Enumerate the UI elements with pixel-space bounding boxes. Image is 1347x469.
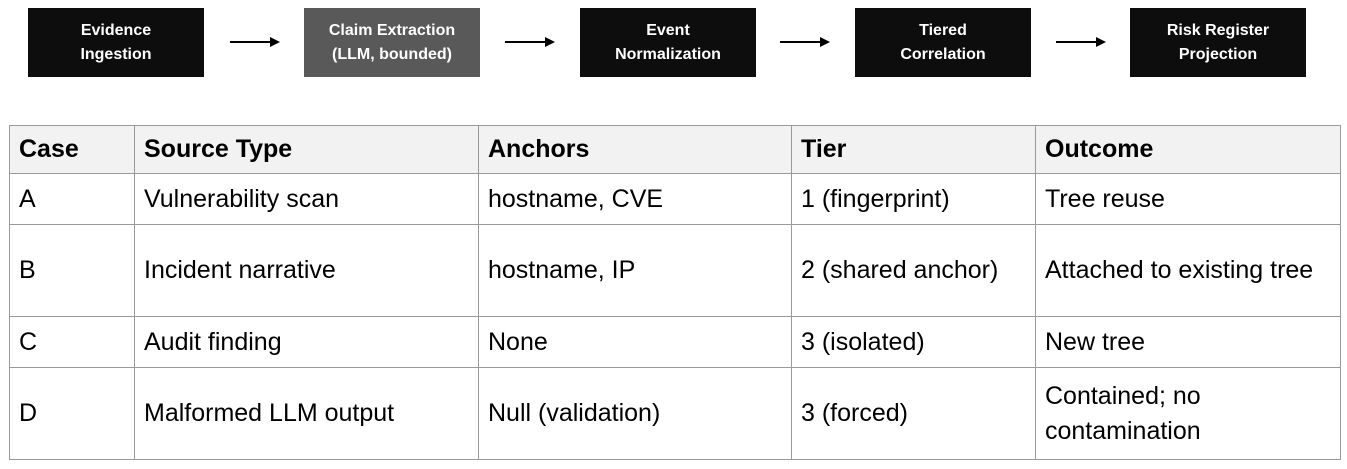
table-row: D Malformed LLM output Null (validation)… [9, 367, 1341, 460]
header-tier: Tier [791, 125, 1036, 174]
cell-tier: 3 (forced) [791, 367, 1036, 460]
cases-table: Case Source Type Anchors Tier Outcome A … [9, 125, 1341, 460]
pipeline-flow: Evidence Ingestion Claim Extraction (LLM… [0, 0, 1347, 90]
cell-source-type: Vulnerability scan [134, 173, 479, 225]
cell-anchors: hostname, IP [478, 224, 792, 317]
cell-source-type: Malformed LLM output [134, 367, 479, 460]
stage-tiered-correlation: Tiered Correlation [855, 8, 1031, 77]
header-anchors: Anchors [478, 125, 792, 174]
cell-tier: 3 (isolated) [791, 316, 1036, 368]
header-source-type: Source Type [134, 125, 479, 174]
arrow-right-icon [228, 33, 280, 51]
stage-event-normalization: Event Normalization [580, 8, 756, 77]
cell-case: D [9, 367, 135, 460]
cell-case: A [9, 173, 135, 225]
cell-tier: 1 (fingerprint) [791, 173, 1036, 225]
stage-claim-extraction: Claim Extraction (LLM, bounded) [304, 8, 480, 77]
arrow-right-icon [1054, 33, 1106, 51]
header-outcome: Outcome [1035, 125, 1341, 174]
table-row: B Incident narrative hostname, IP 2 (sha… [9, 224, 1341, 317]
cell-outcome: Attached to existing tree [1035, 224, 1341, 317]
cell-outcome: Tree reuse [1035, 173, 1341, 225]
cell-source-type: Incident narrative [134, 224, 479, 317]
stage-risk-register-projection: Risk Register Projection [1130, 8, 1306, 77]
cell-anchors: Null (validation) [478, 367, 792, 460]
table-row: C Audit finding None 3 (isolated) New tr… [9, 316, 1341, 368]
cell-source-type: Audit finding [134, 316, 479, 368]
cell-tier: 2 (shared anchor) [791, 224, 1036, 317]
cell-anchors: hostname, CVE [478, 173, 792, 225]
cell-case: C [9, 316, 135, 368]
cell-case: B [9, 224, 135, 317]
table-row: A Vulnerability scan hostname, CVE 1 (fi… [9, 173, 1341, 225]
cell-anchors: None [478, 316, 792, 368]
cell-outcome: Contained; no contamination [1035, 367, 1341, 460]
header-case: Case [9, 125, 135, 174]
arrow-right-icon [778, 33, 830, 51]
table-header-row: Case Source Type Anchors Tier Outcome [9, 125, 1341, 174]
stage-evidence-ingestion: Evidence Ingestion [28, 8, 204, 77]
arrow-right-icon [503, 33, 555, 51]
cell-outcome: New tree [1035, 316, 1341, 368]
